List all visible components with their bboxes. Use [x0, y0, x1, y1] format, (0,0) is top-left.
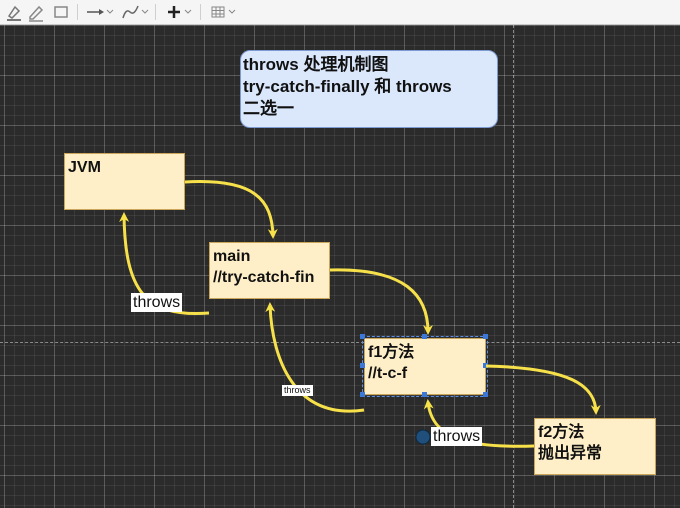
- shape-icon[interactable]: [51, 2, 71, 22]
- resize-handle[interactable]: [483, 334, 488, 339]
- connection-point-icon[interactable]: [415, 429, 431, 445]
- resize-handle[interactable]: [483, 392, 488, 397]
- resize-handle[interactable]: [360, 363, 365, 368]
- insert-plus-icon[interactable]: [164, 2, 194, 22]
- resize-handle[interactable]: [422, 392, 427, 397]
- pencil-icon[interactable]: [26, 2, 46, 22]
- table-grid-icon[interactable]: [209, 2, 239, 22]
- edge-label-throws[interactable]: throws: [131, 293, 183, 312]
- edge-label-throws[interactable]: throws: [282, 385, 313, 396]
- edge-f1-to-f2[interactable]: [485, 364, 601, 415]
- toolbar-separator: [77, 4, 78, 20]
- node-label: f2方法: [538, 424, 585, 441]
- edge-label-throws[interactable]: throws: [431, 427, 483, 446]
- resize-handle[interactable]: [360, 334, 365, 339]
- page-break-guide-horizontal: [0, 342, 680, 343]
- waypoint-curve-icon[interactable]: [120, 2, 150, 22]
- node-label: //try-catch-fin: [213, 269, 315, 286]
- toolbar-separator: [155, 4, 156, 20]
- page-break-guide-vertical: [513, 25, 514, 508]
- resize-handle[interactable]: [360, 392, 365, 397]
- node-f2[interactable]: f2方法 抛出异常: [534, 418, 656, 475]
- node-label: f1方法: [368, 344, 415, 361]
- resize-handle[interactable]: [483, 363, 488, 368]
- resize-handle[interactable]: [422, 334, 427, 339]
- note-line: try-catch-finally 和 throws: [243, 77, 452, 96]
- node-label: JVM: [68, 159, 101, 176]
- line-color-icon[interactable]: [4, 2, 24, 22]
- connector-arrow-icon[interactable]: [85, 2, 115, 22]
- node-label: main: [213, 248, 251, 265]
- node-main[interactable]: main //try-catch-fin: [209, 242, 330, 299]
- edge-jvm-to-main[interactable]: [184, 180, 278, 239]
- note-line: throws 处理机制图: [243, 55, 389, 74]
- toolbar: [0, 0, 680, 25]
- toolbar-separator: [200, 4, 201, 20]
- title-note[interactable]: throws 处理机制图 try-catch-finally 和 throws …: [240, 50, 498, 128]
- edge-f1-to-main[interactable]: [265, 302, 365, 413]
- note-line: 二选一: [243, 99, 294, 118]
- node-label: 抛出异常: [538, 445, 603, 462]
- node-f1[interactable]: f1方法 //t-c-f: [364, 338, 486, 395]
- node-label: //t-c-f: [368, 365, 408, 382]
- edge-main-to-f1[interactable]: [329, 268, 433, 335]
- node-jvm[interactable]: JVM: [64, 153, 185, 210]
